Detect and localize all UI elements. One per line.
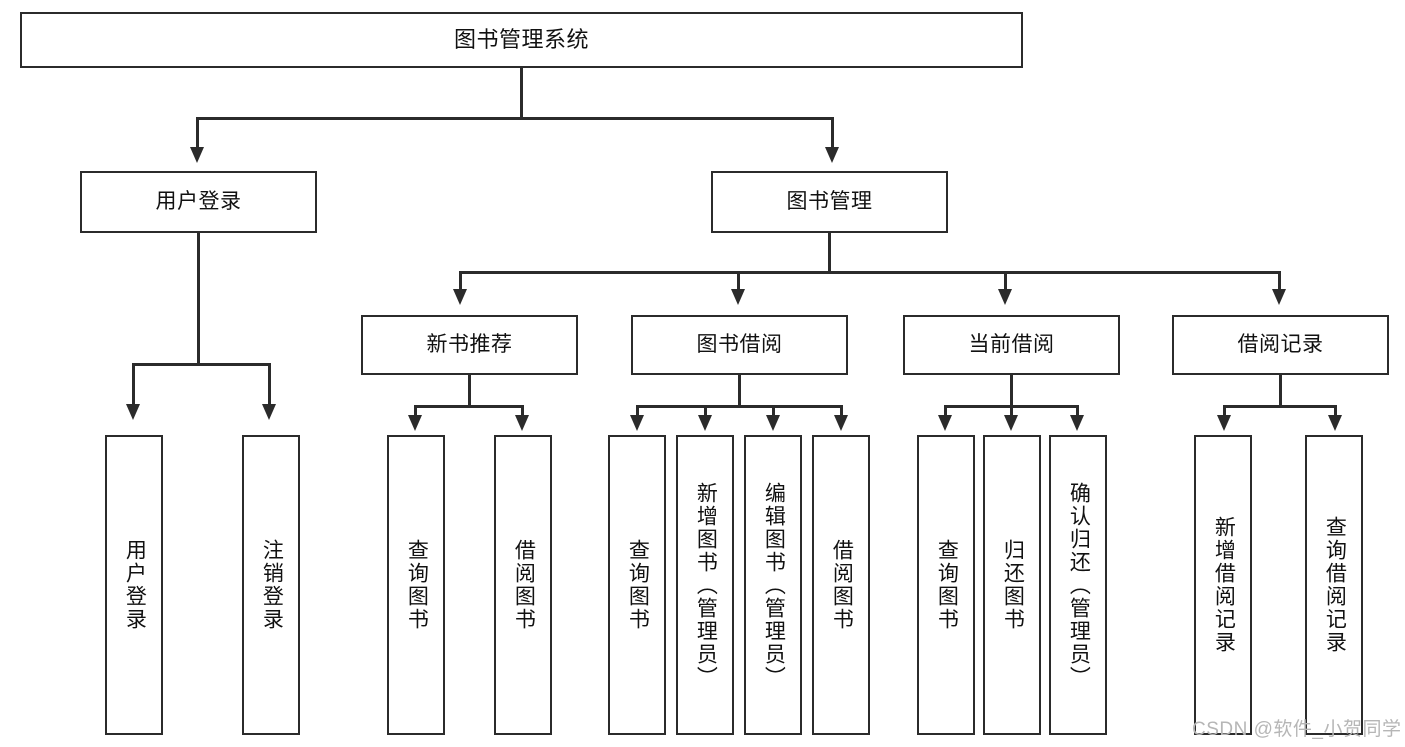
- leaf-current-query-book[interactable]: 查询图书: [917, 435, 975, 735]
- node-root-system[interactable]: 图书管理系统: [20, 12, 1023, 68]
- connector-borrow-record-to-leaf-1: [1223, 405, 1226, 419]
- leaf-recommend-query-book[interactable]: 查询图书: [387, 435, 445, 735]
- arrow-book-manage-to-l3-1: [453, 289, 467, 305]
- arrow-user-login-to-leaf-2: [262, 404, 276, 420]
- node-label: 借阅记录: [1237, 332, 1324, 356]
- arrow-root-to-user-login: [190, 147, 204, 163]
- leaf-current-return-book[interactable]: 归还图书: [983, 435, 1041, 735]
- leaf-record-query-borrow-record[interactable]: 查询借阅记录: [1305, 435, 1363, 735]
- connector-current-borrow-stem: [1010, 375, 1013, 407]
- node-label: 用户登录: [123, 539, 147, 631]
- arrow-user-login-to-leaf-1: [126, 404, 140, 420]
- arrow-borrow-record-to-leaf-2: [1328, 415, 1342, 431]
- connector-current-borrow-to-leaf-1: [944, 405, 947, 419]
- connector-current-borrow-to-leaf-2: [1010, 405, 1013, 419]
- arrow-book-manage-to-l3-4: [1272, 289, 1286, 305]
- node-label: 新增借阅记录: [1212, 516, 1236, 654]
- arrow-borrow-record-to-leaf-1: [1217, 415, 1231, 431]
- arrow-book-manage-to-l3-2: [731, 289, 745, 305]
- leaf-borrow-add-book-admin[interactable]: 新增图书（管理员）: [676, 435, 734, 735]
- connector-borrow-record-stem: [1279, 375, 1282, 407]
- connector-user-login-bus: [132, 363, 268, 366]
- connector-root-to-book-manage: [831, 117, 834, 151]
- arrow-current-borrow-to-leaf-3: [1070, 415, 1084, 431]
- connector-book-manage-to-l3-2: [737, 271, 740, 293]
- node-label: 借阅图书: [512, 539, 536, 631]
- node-label: 归还图书: [1001, 539, 1025, 631]
- connector-book-borrow-to-leaf-4: [840, 405, 843, 419]
- connector-root-bus: [196, 117, 834, 120]
- node-user-login[interactable]: 用户登录: [80, 171, 317, 233]
- connector-book-borrow-stem: [738, 375, 741, 407]
- arrow-book-borrow-to-leaf-1: [630, 415, 644, 431]
- node-label: 注销登录: [260, 539, 284, 631]
- leaf-borrow-query-book[interactable]: 查询图书: [608, 435, 666, 735]
- connector-book-borrow-to-leaf-3: [772, 405, 775, 419]
- node-label: 图书管理系统: [453, 27, 589, 53]
- connector-book-manage-to-l3-1: [459, 271, 462, 293]
- node-label: 查询图书: [405, 539, 429, 631]
- node-label: 新增图书（管理员）: [694, 481, 718, 689]
- connector-user-login-to-leaf-1: [132, 363, 135, 408]
- connector-book-manage-bus: [459, 271, 1281, 274]
- connector-root-to-user-login: [196, 117, 199, 151]
- connector-book-borrow-to-leaf-1: [636, 405, 639, 419]
- node-label: 查询借阅记录: [1323, 516, 1347, 654]
- connector-user-login-to-leaf-2: [268, 363, 271, 408]
- arrow-book-borrow-to-leaf-4: [834, 415, 848, 431]
- connector-user-login-stem: [197, 233, 200, 365]
- node-label: 借阅图书: [830, 539, 854, 631]
- connector-book-manage-to-l3-4: [1278, 271, 1281, 293]
- connector-book-manage-to-l3-3: [1004, 271, 1007, 293]
- arrow-current-borrow-to-leaf-2: [1004, 415, 1018, 431]
- leaf-borrow-borrow-book[interactable]: 借阅图书: [812, 435, 870, 735]
- arrow-book-borrow-to-leaf-3: [766, 415, 780, 431]
- node-book-management[interactable]: 图书管理: [711, 171, 948, 233]
- arrow-new-book-to-leaf-1: [408, 415, 422, 431]
- node-label: 查询图书: [626, 539, 650, 631]
- arrow-current-borrow-to-leaf-1: [938, 415, 952, 431]
- connector-new-book-to-leaf-2: [521, 405, 524, 419]
- leaf-logout[interactable]: 注销登录: [242, 435, 300, 735]
- node-label: 编辑图书（管理员）: [762, 481, 786, 689]
- connector-new-book-bus: [414, 405, 524, 408]
- connector-book-borrow-to-leaf-2: [704, 405, 707, 419]
- connector-borrow-record-bus: [1223, 405, 1337, 408]
- arrow-book-manage-to-l3-3: [998, 289, 1012, 305]
- node-borrow-record[interactable]: 借阅记录: [1172, 315, 1389, 375]
- leaf-record-add-borrow-record[interactable]: 新增借阅记录: [1194, 435, 1252, 735]
- node-label: 用户登录: [155, 189, 242, 213]
- node-label: 图书借阅: [696, 332, 783, 356]
- connector-new-book-stem: [468, 375, 471, 407]
- node-book-borrow[interactable]: 图书借阅: [631, 315, 848, 375]
- connector-root-stem: [520, 68, 523, 119]
- leaf-borrow-edit-book-admin[interactable]: 编辑图书（管理员）: [744, 435, 802, 735]
- node-label: 查询图书: [935, 539, 959, 631]
- csdn-watermark: CSDN @软件_小贺同学: [1192, 719, 1402, 740]
- node-label: 当前借阅: [968, 332, 1055, 356]
- connector-borrow-record-to-leaf-2: [1334, 405, 1337, 419]
- arrow-new-book-to-leaf-2: [515, 415, 529, 431]
- connector-book-manage-stem: [828, 233, 831, 274]
- leaf-recommend-borrow-book[interactable]: 借阅图书: [494, 435, 552, 735]
- node-label: 新书推荐: [426, 332, 513, 356]
- connector-current-borrow-to-leaf-3: [1076, 405, 1079, 419]
- node-current-borrow[interactable]: 当前借阅: [903, 315, 1120, 375]
- node-new-book-recommend[interactable]: 新书推荐: [361, 315, 578, 375]
- node-label: 图书管理: [786, 189, 873, 213]
- leaf-current-confirm-return-admin[interactable]: 确认归还（管理员）: [1049, 435, 1107, 735]
- arrow-root-to-book-manage: [825, 147, 839, 163]
- node-label: 确认归还（管理员）: [1067, 481, 1091, 689]
- arrow-book-borrow-to-leaf-2: [698, 415, 712, 431]
- connector-new-book-to-leaf-1: [414, 405, 417, 419]
- leaf-user-login[interactable]: 用户登录: [105, 435, 163, 735]
- connector-book-borrow-bus: [636, 405, 842, 408]
